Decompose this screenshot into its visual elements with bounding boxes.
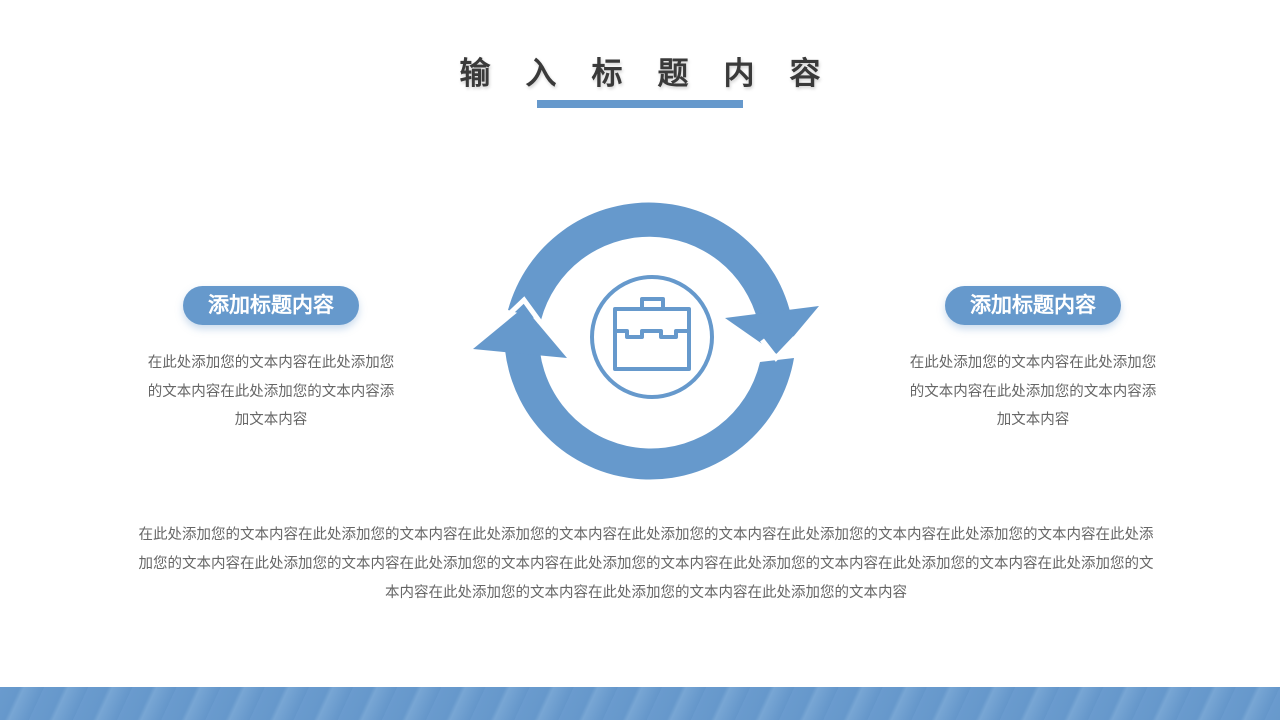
inner-circle <box>590 275 714 399</box>
left-body-text: 在此处添加您的文本内容在此处添加您的文本内容在此处添加您的文本内容添加文本内容 <box>147 355 395 428</box>
page-title: 输入标题内容 <box>459 56 856 92</box>
footer-band <box>0 687 1280 720</box>
circular-arrows-icon <box>473 202 819 480</box>
right-body-text: 在此处添加您的文本内容在此处添加您的文本内容在此处添加您的文本内容添加文本内容 <box>909 355 1157 428</box>
left-title-pill: 添加标题内容 <box>183 286 359 325</box>
bottom-body-text: 在此处添加您的文本内容在此处添加您的文本内容在此处添加您的文本内容在此处添加您的… <box>138 527 1154 601</box>
cycle-diagram <box>473 202 819 480</box>
briefcase-icon <box>613 297 691 371</box>
right-title-pill: 添加标题内容 <box>945 286 1121 325</box>
title-underline <box>537 100 743 108</box>
